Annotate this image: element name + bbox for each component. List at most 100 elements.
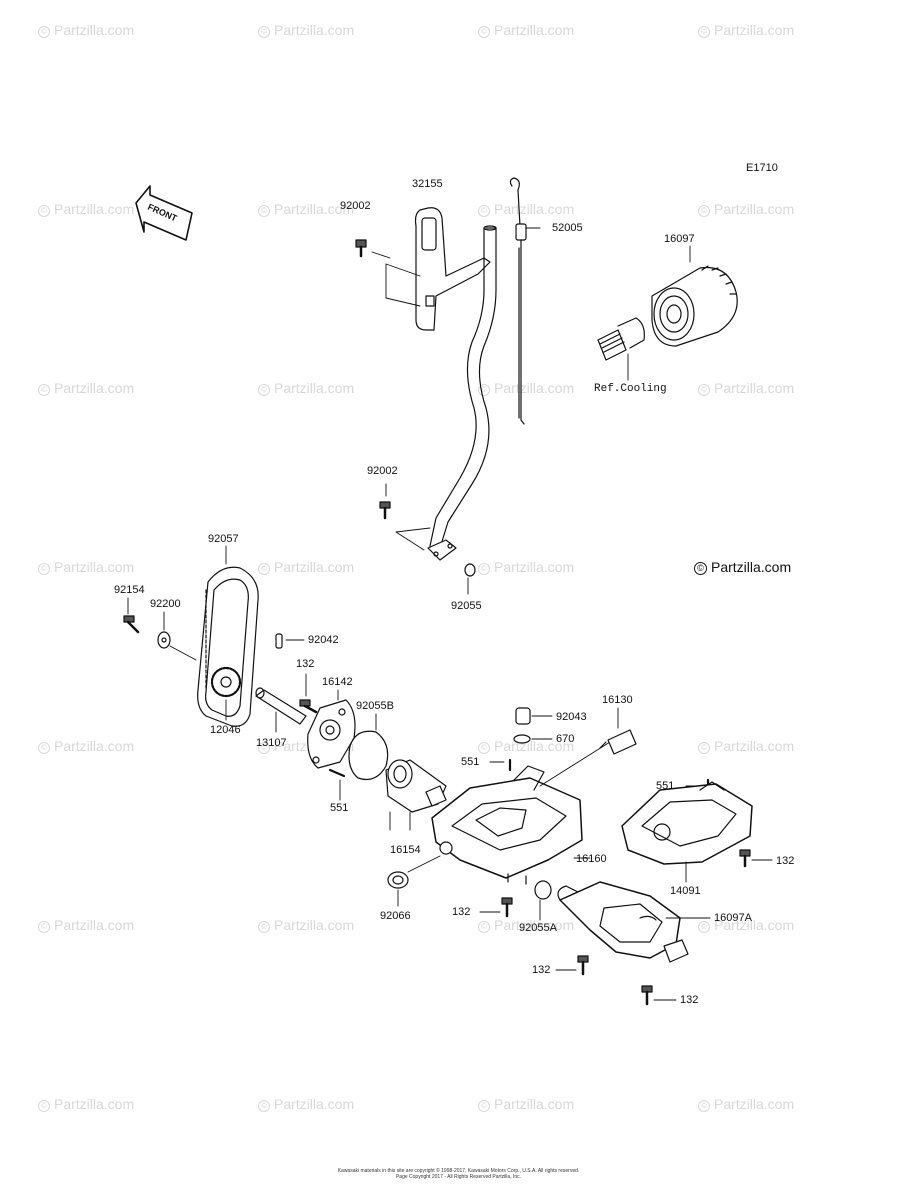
watermark: ©Partzilla.com	[478, 380, 574, 396]
callout-92055A[interactable]: 92055A	[519, 922, 557, 934]
callout-12046[interactable]: 12046	[210, 724, 241, 736]
callout-132-right[interactable]: 132	[776, 855, 795, 867]
copyright-icon: ©	[258, 563, 270, 575]
copyright-icon: ©	[478, 921, 490, 933]
o-ring	[513, 734, 531, 744]
callout-551-pan[interactable]: 551	[461, 756, 480, 768]
drive-chain	[197, 566, 259, 727]
callout-16160[interactable]: 16160	[576, 853, 607, 865]
watermark: ©Partzilla.com	[38, 22, 134, 38]
callout-132-bottom[interactable]: 132	[680, 994, 699, 1006]
copyright-icon: ©	[478, 205, 490, 217]
callout-52005[interactable]: 52005	[552, 222, 583, 234]
callout-92066[interactable]: 92066	[380, 910, 411, 922]
bolt-icon	[379, 501, 391, 520]
watermark: ©Partzilla.com	[698, 1096, 794, 1112]
oil-filter	[651, 265, 738, 347]
o-ring	[464, 563, 476, 577]
callout-92002-mid[interactable]: 92002	[367, 465, 398, 477]
callout-16142[interactable]: 16142	[322, 676, 353, 688]
callout-92002-top[interactable]: 92002	[340, 200, 371, 212]
bolt-icon	[299, 699, 318, 714]
copyright-icon: ©	[258, 1100, 270, 1112]
callout-14091[interactable]: 14091	[670, 885, 701, 897]
copyright-icon: ©	[38, 26, 50, 38]
copyright-icon: ©	[698, 742, 710, 754]
watermark: ©Partzilla.com	[38, 1096, 134, 1112]
bolt-icon	[355, 239, 367, 258]
collar	[515, 707, 531, 725]
watermark: ©Partzilla.com	[38, 559, 134, 575]
oil-strainer	[385, 759, 447, 813]
watermark: ©Partzilla.com	[698, 201, 794, 217]
sprocket	[210, 666, 242, 698]
copyright-icon: ©	[258, 26, 270, 38]
callout-92043[interactable]: 92043	[556, 711, 587, 723]
watermark: ©Partzilla.com	[38, 738, 134, 754]
callout-16097[interactable]: 16097	[664, 233, 695, 245]
drain-plug	[387, 871, 409, 889]
copyright-icon: ©	[698, 26, 710, 38]
callout-92200[interactable]: 92200	[150, 598, 181, 610]
callout-92042[interactable]: 92042	[308, 634, 339, 646]
copyright-icon: ©	[694, 562, 707, 575]
washer	[157, 631, 171, 649]
copyright-icon: ©	[38, 1100, 50, 1112]
callout-132-lower[interactable]: 132	[532, 964, 551, 976]
callout-13107[interactable]: 13107	[256, 737, 287, 749]
watermark: ©Partzilla.com	[38, 917, 134, 933]
callout-92055[interactable]: 92055	[451, 600, 482, 612]
copyright-icon: ©	[698, 384, 710, 396]
callout-551-right[interactable]: 551	[656, 780, 675, 792]
callout-92154[interactable]: 92154	[114, 584, 145, 596]
copyright-icon: ©	[38, 921, 50, 933]
copyright-icon: ©	[258, 205, 270, 217]
watermark: ©Partzilla.com	[698, 22, 794, 38]
callout-551-pump[interactable]: 551	[330, 802, 349, 814]
callout-16130[interactable]: 16130	[602, 694, 633, 706]
callout-670[interactable]: 670	[556, 733, 575, 745]
callout-92055B[interactable]: 92055B	[356, 700, 394, 712]
callout-32155[interactable]: 32155	[412, 178, 443, 190]
copyright-icon: ©	[258, 742, 270, 754]
pump-shaft	[255, 687, 307, 725]
copyright-icon: ©	[38, 205, 50, 217]
watermark: ©Partzilla.com	[258, 22, 354, 38]
copyright-footer: Kawasaki materials in this site are copy…	[0, 1168, 917, 1180]
oil-pan	[431, 765, 583, 885]
copyright-icon: ©	[478, 742, 490, 754]
ref-cooling-label[interactable]: Ref.Cooling	[594, 383, 667, 395]
bolt-icon	[641, 985, 653, 1006]
copyright-icon: ©	[258, 921, 270, 933]
footer-line-1: Kawasaki materials in this site are copy…	[337, 1168, 580, 1174]
watermark: ©Partzilla.com	[478, 559, 574, 575]
callout-16097A[interactable]: 16097A	[714, 912, 752, 924]
copyright-icon: ©	[478, 26, 490, 38]
callout-132-pan[interactable]: 132	[452, 906, 471, 918]
oil-pressure-switch	[599, 729, 637, 755]
dipstick-bracket	[414, 207, 491, 331]
oil-filter-housing	[557, 881, 689, 963]
watermark: ©Partzilla.com	[38, 380, 134, 396]
watermark: ©Partzilla.com	[478, 201, 574, 217]
callout-132-pump[interactable]: 132	[296, 658, 315, 670]
watermark: ©Partzilla.com	[258, 380, 354, 396]
bolt-icon	[739, 849, 751, 868]
copyright-icon: ©	[38, 742, 50, 754]
bolt-icon	[501, 897, 513, 918]
callout-16154[interactable]: 16154	[390, 844, 421, 856]
gasket	[348, 730, 389, 781]
watermark: ©Partzilla.com	[698, 380, 794, 396]
watermark: ©Partzilla.com	[258, 917, 354, 933]
partzilla-credit: ©Partzilla.com	[694, 559, 791, 575]
o-ring	[534, 880, 552, 900]
callout-92057[interactable]: 92057	[208, 533, 239, 545]
dipstick-tube	[427, 225, 497, 561]
oil-cooler-fitting	[597, 317, 645, 361]
dowel-pin	[275, 633, 283, 649]
copyright-icon: ©	[698, 921, 710, 933]
copyright-icon: ©	[258, 384, 270, 396]
copyright-icon: ©	[478, 1100, 490, 1112]
bolt-icon	[577, 955, 589, 976]
